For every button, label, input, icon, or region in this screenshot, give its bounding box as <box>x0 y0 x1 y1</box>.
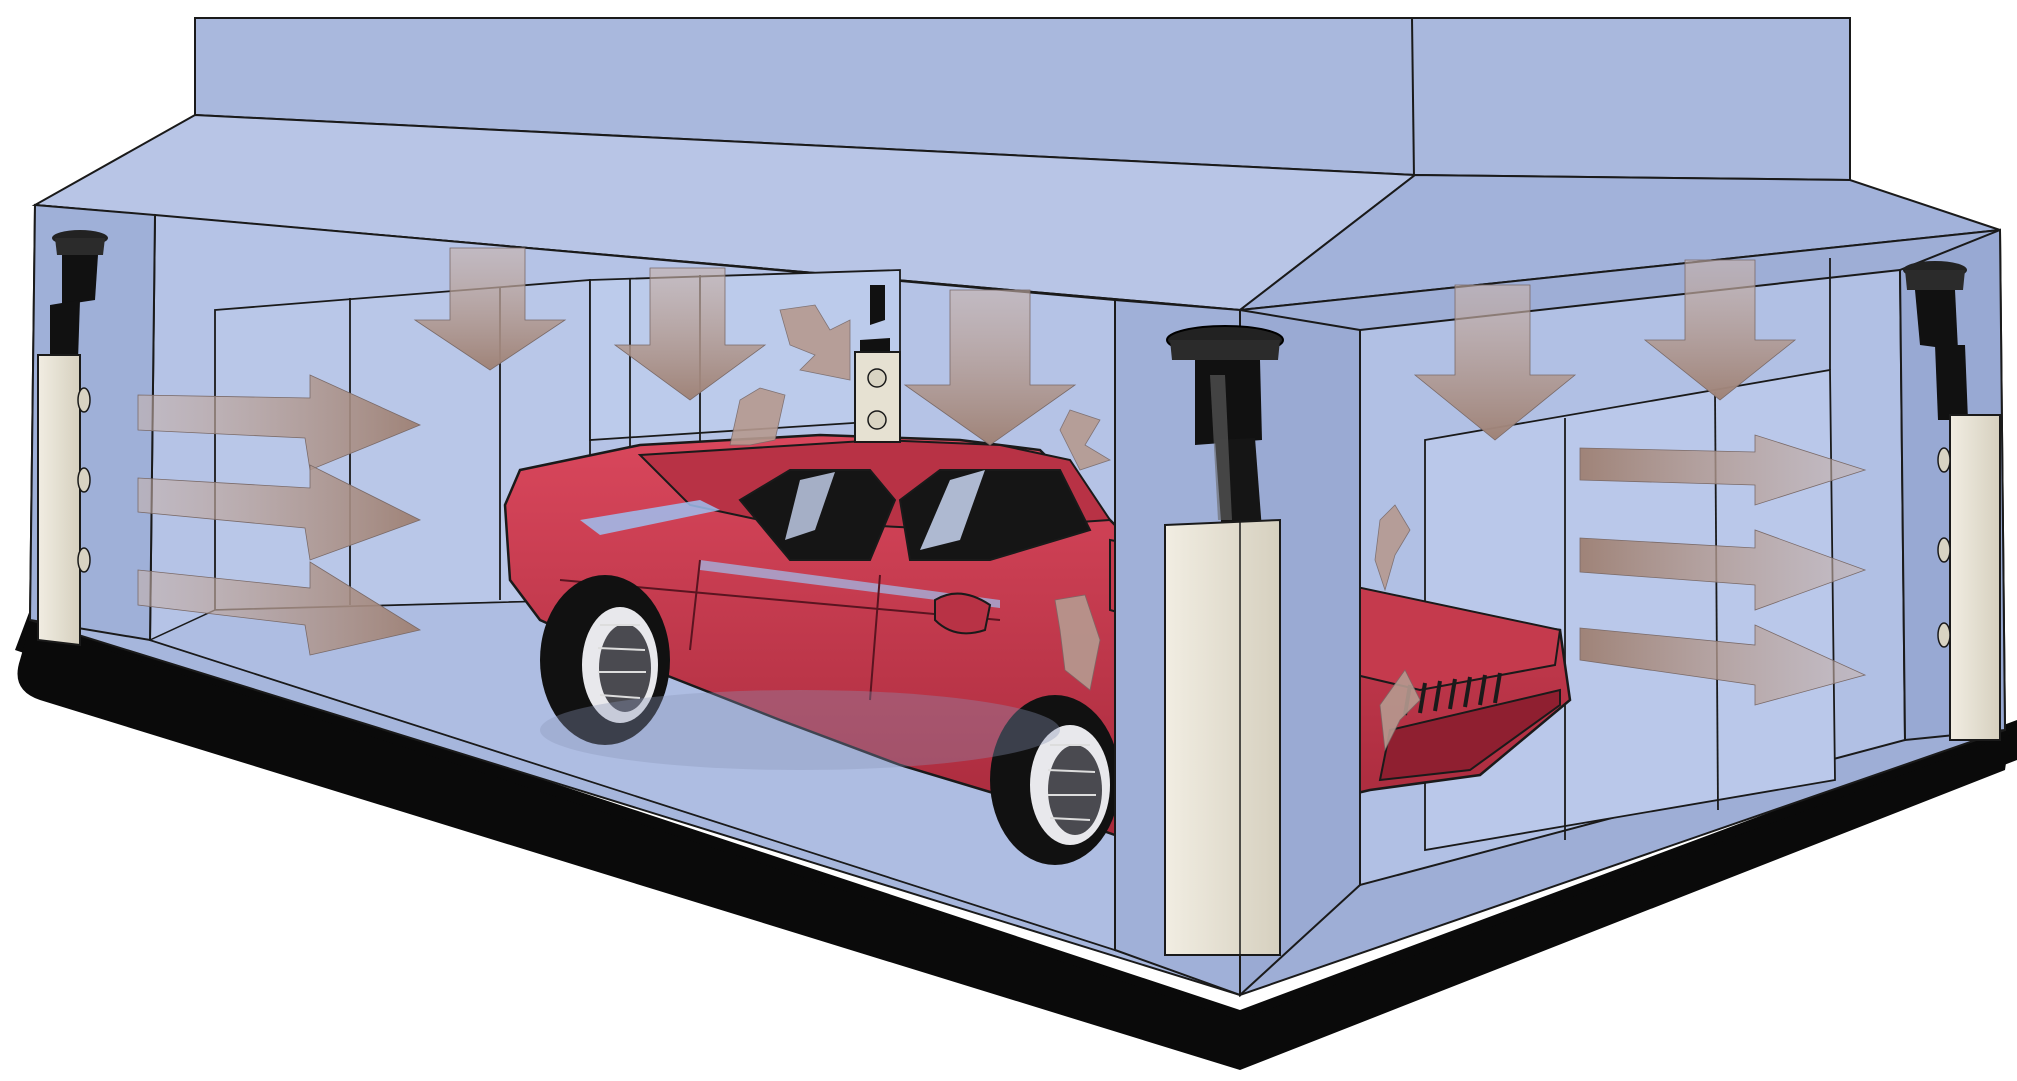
car-mirror <box>935 594 990 634</box>
left-filter-column <box>38 355 80 645</box>
right-filter-column <box>1950 415 2000 740</box>
center-filter-column <box>1165 520 1280 955</box>
